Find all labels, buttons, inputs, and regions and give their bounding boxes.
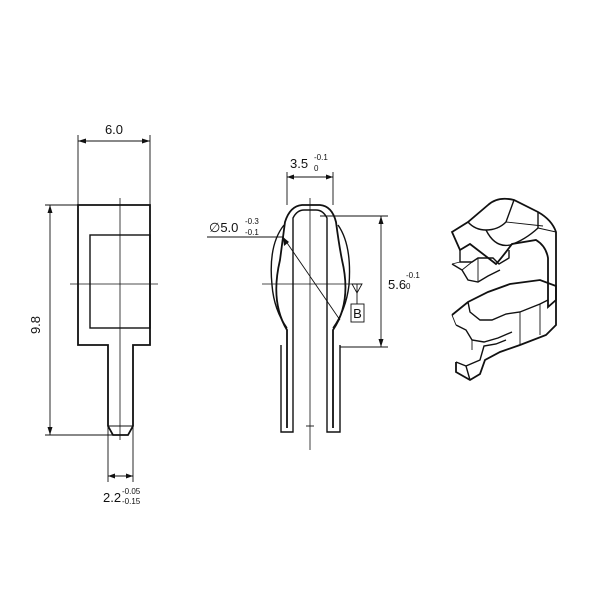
iso-upper-tab-edge [451,261,461,265]
side-view-right-foot [326,428,341,433]
width-label: 6.0 [105,122,123,137]
height-arrow-top [47,205,53,213]
iso-lower-body [451,279,557,382]
iso-top-inner-curve [485,212,539,247]
front-view: 6.0 9.8 2.2 -0.05 -0.15 [28,122,158,506]
height56-label: 5.6 [388,277,406,292]
iso-lower-edge-1 [451,314,457,326]
iso-top-body [450,197,557,309]
height56-tol-upper: -0.1 [406,271,420,280]
iso-upper-tab-edge-2 [461,261,473,271]
iso-top-edge-1 [505,221,544,227]
diameter-tol-lower: -0.1 [245,228,259,237]
height-label: 9.8 [28,316,43,334]
diameter-diagonal [282,236,341,321]
gap-width-tol-lower: 0 [314,164,319,173]
pin-arrow-left [108,473,115,479]
side-view-right-arm [332,224,351,329]
iso-lower-tab [455,324,513,343]
width-arrow-right [142,138,150,144]
iso-lower-pin [455,339,507,381]
iso-top-edge-2 [537,227,557,233]
gap-arrow-right [326,174,333,180]
side-view-outer-profile [275,204,347,428]
gap-width-tol-upper: -0.1 [314,153,328,162]
datum-triangle [351,283,363,294]
datum-label: B [353,306,362,321]
pin-width-label: 2.2 [103,490,121,505]
width-arrow-left [78,138,86,144]
side-view: ∅5.0 -0.3 -0.1 3.5 -0.1 0 5.6 -0.1 0 B [207,153,420,450]
side-view-left-foot [280,428,294,433]
pin-width-tol-upper: -0.05 [122,487,141,496]
datum-box [350,303,365,323]
height56-tol-lower: 0 [406,282,411,291]
iso-upper-tab-front [451,263,501,283]
height-arrow-bottom [47,427,53,435]
diameter-arrow [283,237,289,246]
side-view-left-arm [270,224,288,329]
diameter-label: ∅5.0 [209,220,238,235]
isometric-view [450,197,557,382]
pin-width-tol-lower: -0.15 [122,497,141,506]
side-view-inner-profile [292,209,328,428]
iso-upper-tab [459,250,510,265]
gap-arrow-left [287,174,294,180]
gap-width-label: 3.5 [290,156,308,171]
pin-arrow-right [126,473,133,479]
height56-arrow-bottom [378,339,384,347]
iso-lower-inner [467,299,549,321]
height56-arrow-top [378,216,384,224]
diameter-tol-upper: -0.3 [245,217,259,226]
front-view-outline [77,204,151,436]
